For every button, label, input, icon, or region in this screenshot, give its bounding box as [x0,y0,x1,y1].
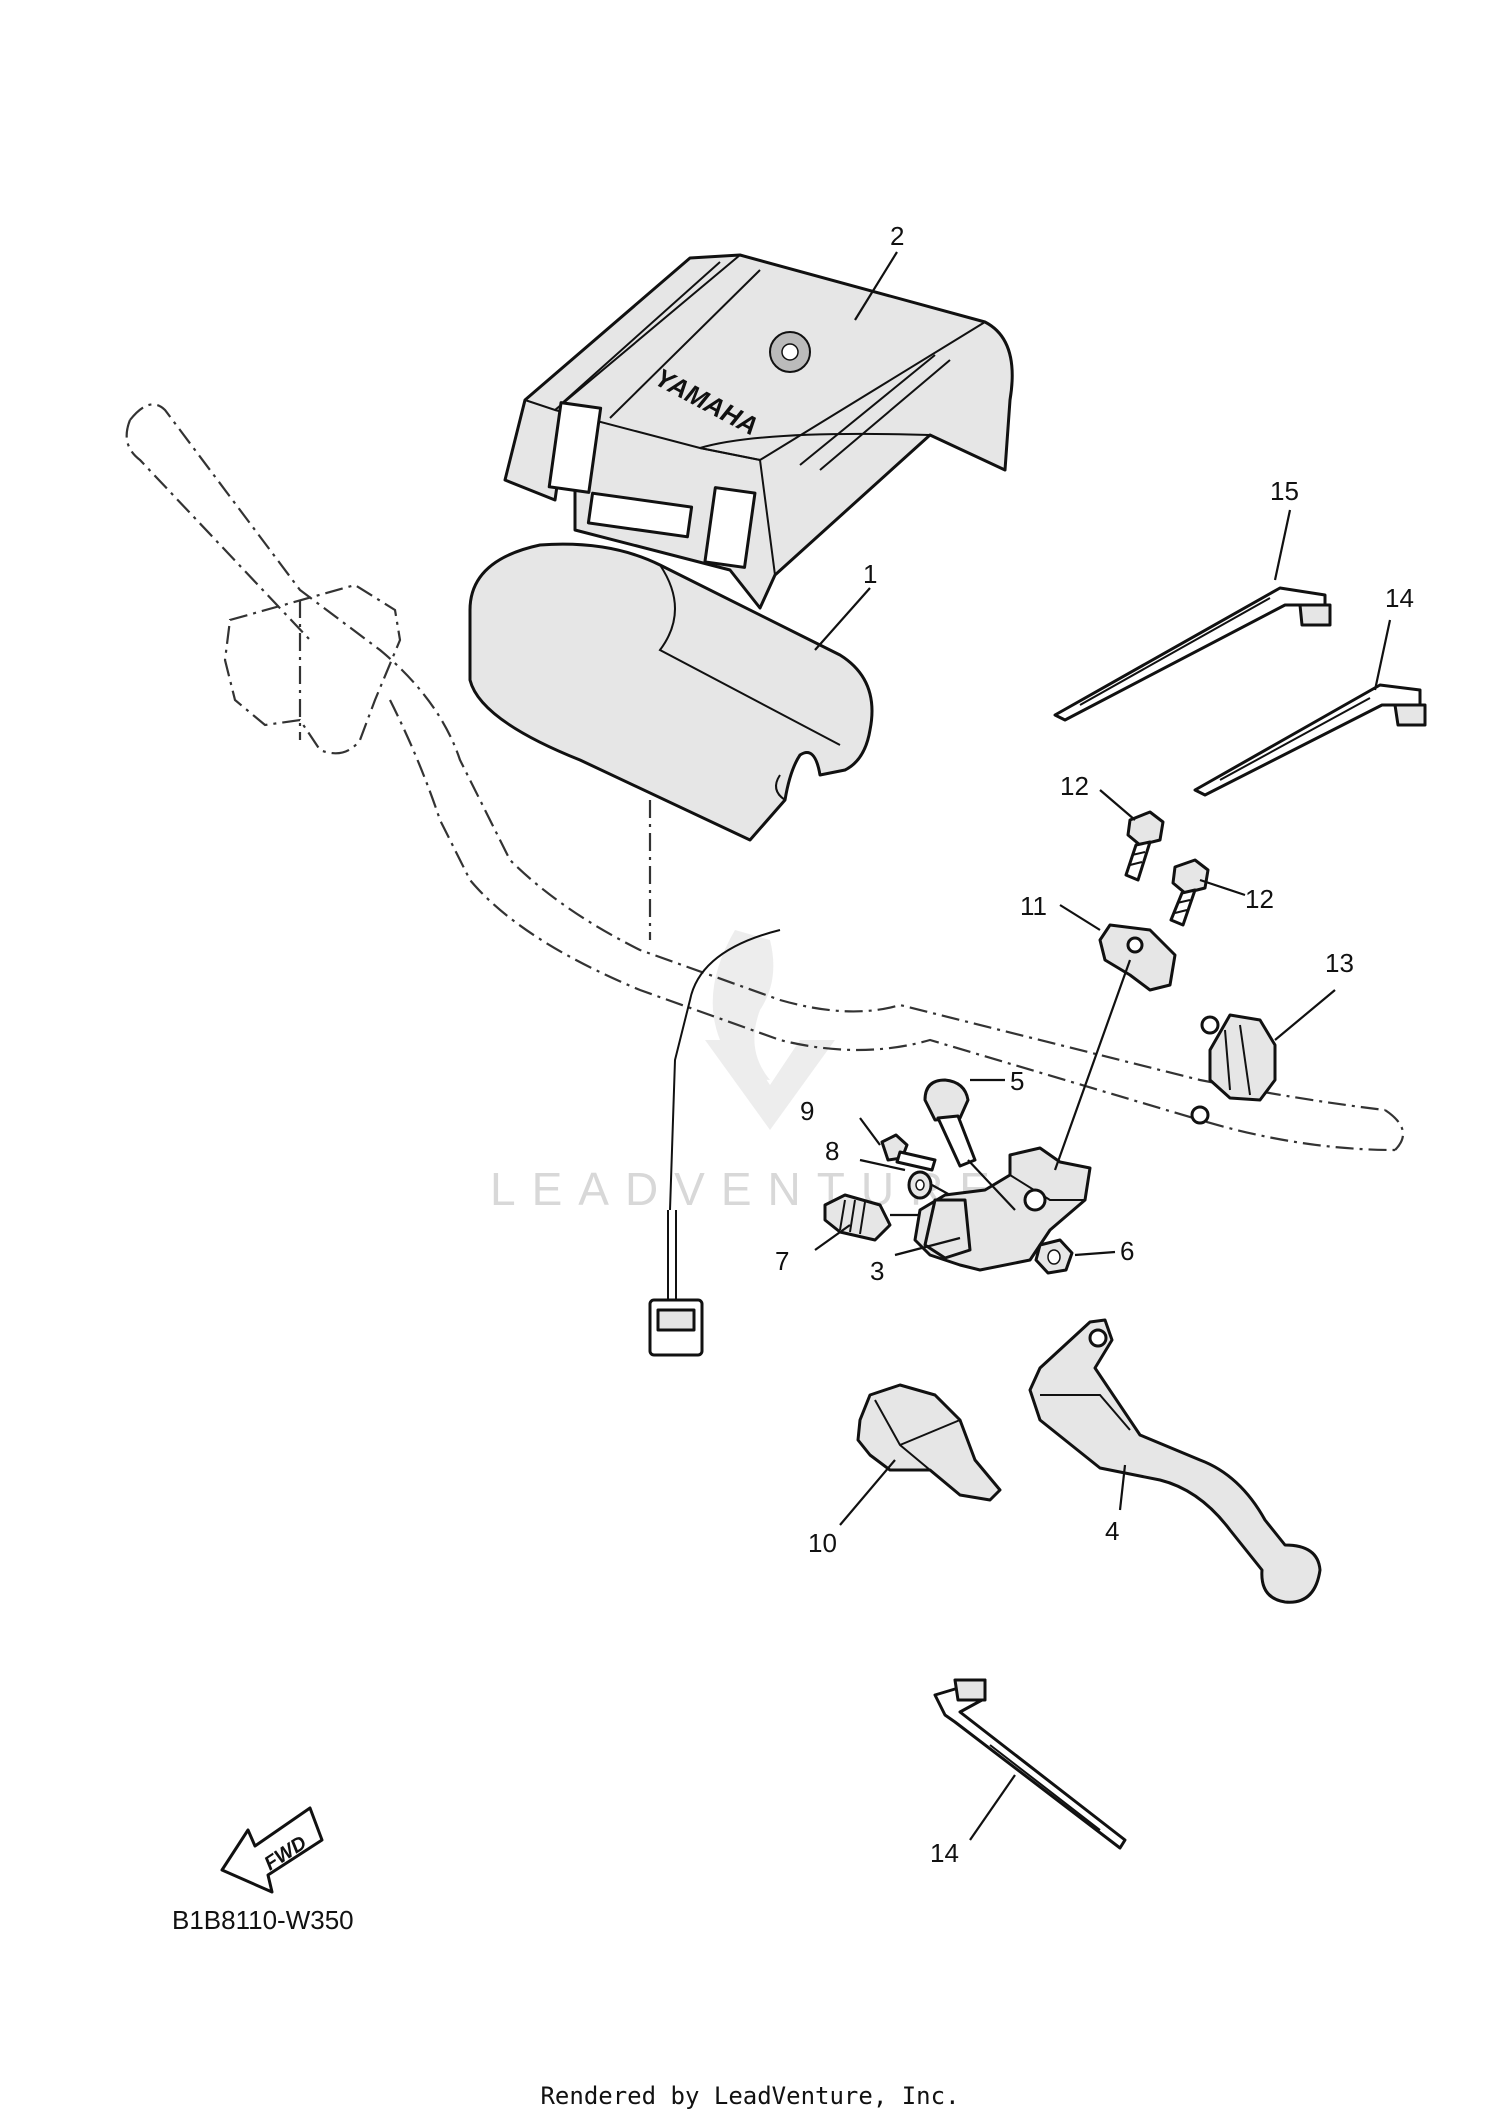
part-4-clutch-lever[interactable] [1028,1318,1322,1604]
part-5-pivot-bolt[interactable] [923,1078,1016,1211]
part-12-bolt-b[interactable] [1169,858,1210,927]
fwd-arrow-icon: FWD [220,1806,324,1894]
callout-15: 15 [1270,476,1299,506]
part-1-handlebar-pad[interactable] [468,542,874,842]
callout-4: 4 [1105,1516,1119,1546]
part-13-clamp[interactable] [1190,1013,1277,1125]
callout-12a: 12 [1060,771,1089,801]
part-6-nut[interactable] [1034,1238,1074,1275]
footer-credit: Rendered by LeadVenture, Inc. [540,2082,960,2110]
part-15-cable-tie[interactable] [1053,586,1332,722]
callout-2: 2 [890,221,904,251]
lever-switch-wire [648,929,781,1357]
part-14-cable-tie-bottom[interactable] [933,1678,1127,1850]
part-8-washer[interactable] [907,1170,951,1200]
callout-11: 11 [1020,891,1047,921]
callout-14a: 14 [1385,583,1414,613]
diagram-code: B1B8110-W350 [172,1905,354,1935]
part-2-handlebar-pad-cover[interactable]: YAMAHA [503,253,1014,610]
callout-13: 13 [1325,948,1354,978]
callout-9: 9 [800,1096,814,1126]
watermark-text: LEADVENTURE [490,1163,1006,1215]
part-11-clamp[interactable] [1053,923,1177,1171]
watermark-logo [705,930,835,1130]
part-12-bolt-a[interactable] [1124,810,1165,882]
part-14-cable-tie-top[interactable] [1193,683,1427,797]
callout-labels: 1 2 3 4 5 6 7 8 9 10 11 12 12 13 14 14 1… [775,221,1414,1868]
part-10-lever-cover[interactable] [856,1383,1002,1502]
callout-10: 10 [808,1528,837,1558]
callout-7: 7 [775,1246,789,1276]
callout-5: 5 [1010,1066,1024,1096]
part-7-adjuster[interactable] [823,1193,920,1242]
callout-6: 6 [1120,1236,1134,1266]
callout-8: 8 [825,1136,839,1166]
part-9-screw[interactable] [880,1133,937,1172]
callout-1: 1 [863,559,877,589]
callout-12b: 12 [1245,884,1274,914]
callout-leaders [814,251,1392,1841]
callout-14b: 14 [930,1838,959,1868]
callout-3: 3 [870,1256,884,1286]
